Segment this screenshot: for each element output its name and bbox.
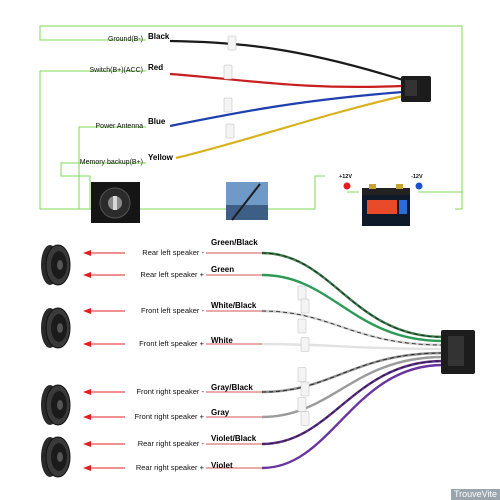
speaker-wire-color-label: Gray bbox=[211, 408, 230, 417]
speaker-icon bbox=[41, 307, 71, 349]
battery-negative-terminal-icon bbox=[415, 182, 423, 190]
wire-tag bbox=[297, 397, 307, 412]
speaker-icon bbox=[41, 244, 71, 286]
speaker-icon bbox=[41, 384, 71, 426]
guide-lines bbox=[39, 25, 463, 210]
speaker-wire bbox=[261, 355, 444, 419]
speaker-arrow-head-icon bbox=[83, 308, 91, 314]
power-wires bbox=[169, 39, 404, 160]
speaker-icon bbox=[41, 436, 71, 478]
ground-label: Ground(B-) bbox=[107, 36, 143, 43]
speaker-wire bbox=[261, 342, 444, 351]
connector-clip bbox=[405, 80, 417, 96]
wire-tags-power bbox=[223, 35, 237, 139]
battery-negative-label: -12V bbox=[411, 174, 423, 180]
speaker-wire-stripe bbox=[261, 252, 444, 338]
memory-label: Memory backup(B+) bbox=[79, 159, 143, 166]
speaker-arrows bbox=[83, 250, 125, 471]
speaker-arrow-head-icon bbox=[83, 414, 91, 420]
power-connector bbox=[401, 76, 431, 102]
battery-positive-terminal-icon bbox=[343, 182, 351, 190]
speaker-wire-color-label: White bbox=[211, 336, 233, 345]
speaker-wire bbox=[261, 251, 444, 339]
wire-tag bbox=[223, 64, 233, 80]
speaker-wire bbox=[261, 363, 444, 470]
wire-tag bbox=[297, 285, 307, 301]
speaker-wire-color-label: Violet/Black bbox=[211, 434, 257, 443]
wire-tag bbox=[300, 381, 310, 397]
speaker-wire-label: Front right speaker - bbox=[136, 387, 204, 396]
speaker-arrow-head-icon bbox=[83, 341, 91, 347]
battery-icon bbox=[343, 182, 423, 226]
wire-tag bbox=[225, 123, 235, 139]
speaker-arrow-head-icon bbox=[83, 250, 91, 256]
wire-tag bbox=[300, 298, 310, 314]
antenna-image bbox=[226, 182, 268, 221]
speaker-wire-color-label: Violet bbox=[211, 461, 233, 470]
speaker-wire-label: Front left speaker - bbox=[141, 306, 204, 315]
speaker-wire bbox=[261, 273, 444, 343]
wire-tag bbox=[297, 367, 307, 382]
guide-antenna bbox=[78, 126, 146, 209]
speaker-wire-label: Rear right speaker + bbox=[135, 463, 204, 472]
wire-tag bbox=[300, 411, 310, 426]
wire-tag bbox=[223, 97, 233, 113]
wire-blue bbox=[169, 90, 404, 128]
ignition-key-image bbox=[91, 182, 140, 223]
speaker-connector bbox=[441, 330, 475, 374]
guide-memory bbox=[60, 162, 325, 210]
speaker-wire-label: Rear right speaker - bbox=[137, 439, 204, 448]
wire-yellow bbox=[175, 94, 404, 160]
wire-red bbox=[169, 72, 404, 88]
speaker-wire-label: Rear left speaker + bbox=[140, 270, 204, 279]
speaker-arrow-head-icon bbox=[83, 272, 91, 278]
speaker-wire-color-label: Green/Black bbox=[211, 238, 258, 247]
speaker-wire-label: Rear left speaker - bbox=[142, 248, 204, 257]
wire-tag bbox=[300, 337, 310, 352]
speaker-wires bbox=[206, 251, 444, 470]
speaker-wire bbox=[261, 359, 444, 446]
speaker-arrow-head-icon bbox=[83, 441, 91, 447]
antenna-color-label: Blue bbox=[148, 117, 166, 126]
acc-color-label: Red bbox=[148, 63, 164, 72]
speaker-wire-stripe bbox=[261, 360, 444, 445]
speaker-wire-color-label: Green bbox=[211, 265, 235, 274]
speaker-wire-stripe bbox=[261, 310, 444, 346]
battery-positive-label: +12V bbox=[339, 174, 352, 180]
speakers bbox=[41, 244, 71, 478]
acc-label: Switch(B+)(ACC) bbox=[89, 67, 143, 74]
ground-color-label: Black bbox=[148, 32, 170, 41]
connector-clip bbox=[448, 336, 464, 366]
wire-tag bbox=[227, 35, 237, 51]
speaker-arrow-head-icon bbox=[83, 389, 91, 395]
memory-color-label: Yellow bbox=[148, 153, 173, 162]
wire-tag bbox=[297, 318, 307, 334]
speaker-wire-label: Front left speaker + bbox=[139, 339, 204, 348]
speaker-arrow-head-icon bbox=[83, 465, 91, 471]
guide-acc bbox=[39, 70, 249, 210]
speaker-wire-label: Front right speaker + bbox=[134, 412, 204, 421]
watermark: TrouveVite bbox=[450, 489, 500, 500]
speaker-wire-stripe bbox=[261, 352, 444, 393]
speaker-wire-color-label: Gray/Black bbox=[211, 383, 253, 392]
guide-ground bbox=[39, 25, 463, 210]
wire-black bbox=[169, 39, 404, 82]
antenna-label: Power Antenna bbox=[95, 123, 143, 130]
speaker-wire-color-label: White/Black bbox=[211, 301, 257, 310]
